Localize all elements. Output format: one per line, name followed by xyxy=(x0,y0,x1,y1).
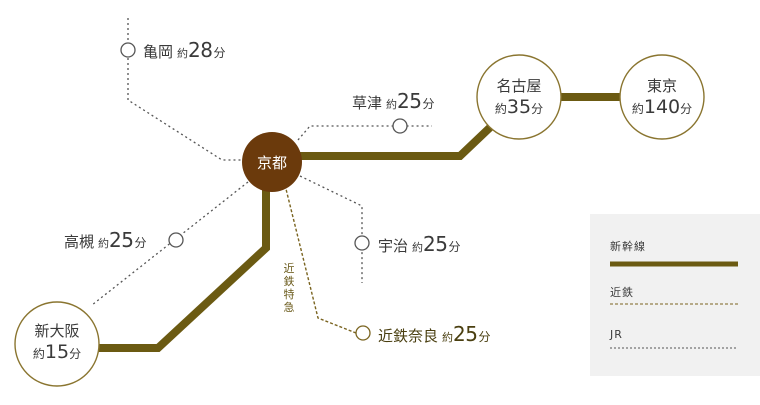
approx-prefix: 約 xyxy=(412,241,424,254)
station-circle-shin-osaka[interactable] xyxy=(14,301,100,387)
minutes-unit: 分 xyxy=(680,101,693,116)
minutes-unit: 分 xyxy=(531,101,544,116)
station-label-kameoka: 亀岡約28分 xyxy=(143,40,225,60)
minutes-unit: 分 xyxy=(213,46,226,60)
circle-label-nagoya: 名古屋 約35分 xyxy=(477,77,561,120)
jr-line-takatsuki xyxy=(91,181,249,306)
kintetsu-line xyxy=(284,184,357,334)
shinkansen-line-shin-osaka xyxy=(96,184,270,352)
minutes-unit: 分 xyxy=(478,330,491,344)
minutes-unit: 分 xyxy=(422,97,435,111)
minutes-unit: 分 xyxy=(69,346,82,361)
legend-item-kintetsu: 近鉄 xyxy=(610,284,738,305)
station-marker-kameoka[interactable] xyxy=(120,42,136,58)
minutes-unit: 分 xyxy=(448,240,461,254)
travel-minutes: 35 xyxy=(506,95,532,118)
jr-line-kusatsu xyxy=(297,125,432,141)
hub-label: 京都 xyxy=(256,154,287,172)
station-name: 宇治 xyxy=(378,237,409,255)
legend: 新幹線 近鉄 JR xyxy=(590,214,760,376)
station-marker-takatsuki[interactable] xyxy=(168,232,184,248)
legend-item-shinkansen: 新幹線 xyxy=(610,238,738,267)
kintetsu-express-label: 近鉄特急 xyxy=(283,262,295,314)
legend-swatch-jr xyxy=(610,347,738,349)
travel-minutes: 25 xyxy=(397,89,422,113)
station-name: 草津 xyxy=(352,94,383,112)
station-name: 新大阪 xyxy=(34,322,80,340)
circle-label-tokyo: 東京 約140分 xyxy=(620,77,704,120)
hub-circle-kyoto[interactable] xyxy=(242,132,302,192)
approx-prefix: 約 xyxy=(32,346,45,361)
approx-prefix: 約 xyxy=(442,331,454,344)
station-label-takatsuki: 高槻約25分 xyxy=(64,230,146,250)
station-name: 亀岡 xyxy=(143,43,174,61)
station-marker-uji[interactable] xyxy=(354,235,370,251)
minutes-unit: 分 xyxy=(134,236,147,250)
travel-minutes: 25 xyxy=(423,232,448,256)
station-marker-kusatsu[interactable] xyxy=(392,118,408,134)
legend-swatch-kintetsu xyxy=(610,303,738,305)
travel-minutes: 25 xyxy=(109,228,134,252)
station-name: 名古屋 xyxy=(496,77,542,95)
station-label-uji: 宇治約25分 xyxy=(378,234,460,254)
legend-label-kintetsu: 近鉄 xyxy=(610,286,634,299)
legend-swatch-shinkansen xyxy=(610,261,738,267)
station-name: 東京 xyxy=(646,77,677,95)
travel-minutes: 25 xyxy=(453,322,478,346)
approx-prefix: 約 xyxy=(386,98,398,111)
travel-minutes: 140 xyxy=(643,95,681,118)
approx-prefix: 約 xyxy=(177,47,189,60)
station-label-kintetsu-nara: 近鉄奈良約25分 xyxy=(378,324,490,344)
travel-minutes: 15 xyxy=(44,340,70,363)
station-name: 高槻 xyxy=(64,233,95,251)
legend-label-jr: JR xyxy=(610,328,623,341)
station-circle-nagoya[interactable] xyxy=(476,54,562,140)
circle-label-shin-osaka: 新大阪 約15分 xyxy=(15,322,99,365)
jr-line-kameoka xyxy=(127,18,245,161)
legend-label-shinkansen: 新幹線 xyxy=(610,240,646,253)
station-name: 近鉄奈良 xyxy=(378,327,439,345)
station-marker-kintetsu-nara[interactable] xyxy=(355,325,371,341)
jr-line-uji xyxy=(299,175,363,283)
travel-minutes: 28 xyxy=(188,38,213,62)
approx-prefix: 約 xyxy=(98,237,110,250)
legend-item-jr: JR xyxy=(610,328,738,349)
station-circle-tokyo[interactable] xyxy=(619,54,705,140)
approx-prefix: 約 xyxy=(631,101,644,116)
station-label-kusatsu: 草津約25分 xyxy=(352,91,434,111)
shinkansen-line-nagoya xyxy=(296,115,503,160)
approx-prefix: 約 xyxy=(494,101,507,116)
